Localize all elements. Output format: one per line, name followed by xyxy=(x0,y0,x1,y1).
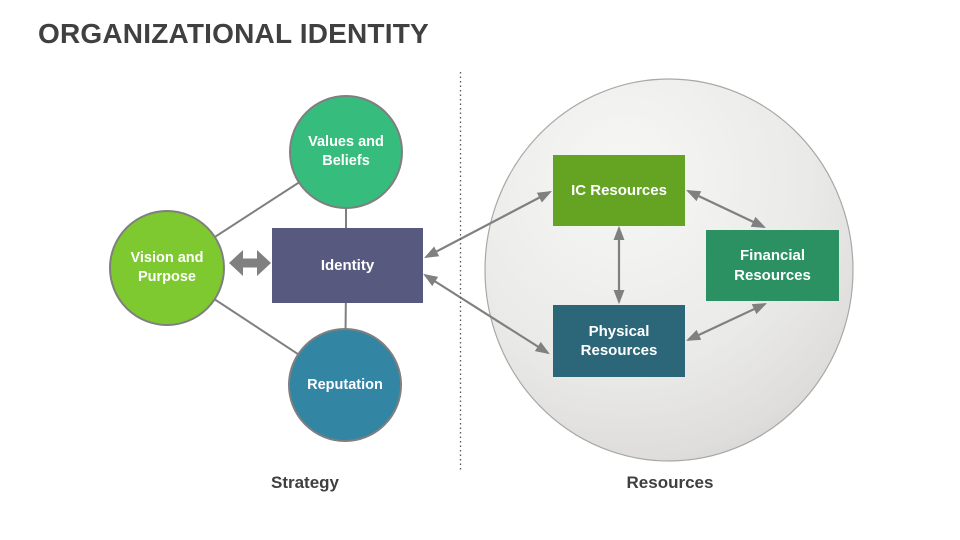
arrow-identity-ic xyxy=(424,190,552,259)
node-label: Identity xyxy=(320,256,375,274)
node-financial-resources: Financial Resources xyxy=(706,230,839,301)
arrow-identity-physical xyxy=(423,273,550,355)
node-physical-resources: Physical Resources xyxy=(553,305,685,377)
node-label: Financial Resources xyxy=(734,247,811,284)
page-title: ORGANIZATIONAL IDENTITY xyxy=(38,18,429,49)
node-label: Vision and Purpose xyxy=(130,250,204,285)
node-label: Values and Beliefs xyxy=(308,134,384,169)
node-identity: Identity xyxy=(272,228,423,303)
node-label: IC Resources xyxy=(571,181,667,199)
node-label: Reputation xyxy=(307,376,383,393)
node-ic-resources: IC Resources xyxy=(553,155,685,226)
arrow-physical-financial xyxy=(686,303,767,341)
arrow-ic-financial xyxy=(686,190,766,228)
node-vision-purpose: Vision and Purpose xyxy=(109,210,225,326)
node-values-beliefs: Values and Beliefs xyxy=(289,95,403,209)
node-label: Physical Resources xyxy=(580,322,658,360)
strategy-label: Strategy xyxy=(270,473,340,492)
double-arrow-vision-identity xyxy=(229,250,271,276)
resources-label: Resources xyxy=(626,473,714,492)
node-reputation: Reputation xyxy=(288,328,402,442)
